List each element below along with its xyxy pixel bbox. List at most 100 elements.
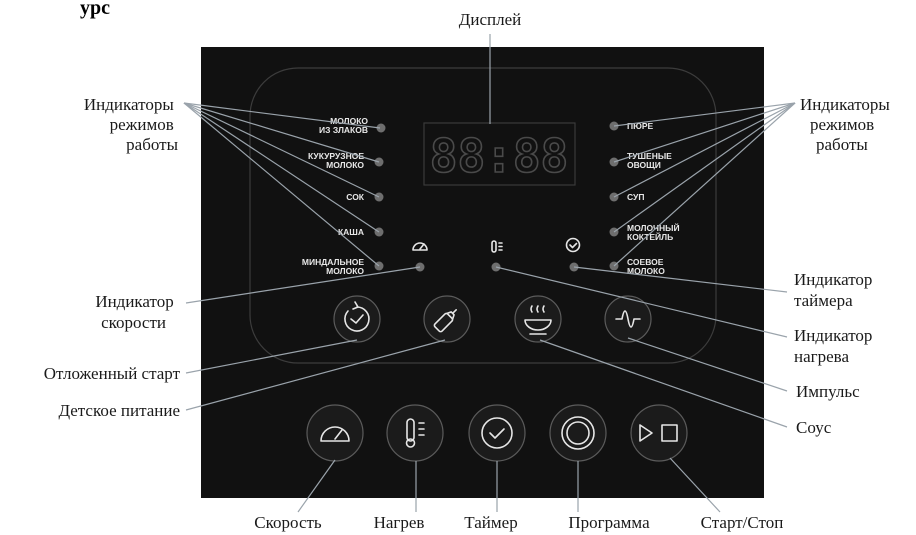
label-line: Индикатор xyxy=(794,270,872,289)
gauge-icon xyxy=(320,426,350,442)
leader-speed-indicator xyxy=(185,266,421,304)
leader-mode-right xyxy=(613,102,796,163)
label-mode-indicators-right: Индикаторы режимов работы xyxy=(800,95,894,154)
label-heat: Нагрев xyxy=(374,513,425,532)
label-line: режимов xyxy=(810,115,874,134)
check-icon xyxy=(350,314,364,324)
label-line: Индикаторы xyxy=(84,95,174,114)
leader-delayed-start xyxy=(185,339,358,374)
program-button[interactable] xyxy=(549,404,607,462)
mode-label-line: МОЛОКО xyxy=(326,160,364,170)
program-outer-ring-icon xyxy=(561,416,595,450)
label-line: работы xyxy=(126,135,178,154)
label-speed-indicator: Индикатор скорости xyxy=(95,292,178,332)
thermometer-small-icon xyxy=(491,240,503,253)
leader-sauce xyxy=(539,339,788,428)
label-display: Дисплей xyxy=(459,10,521,29)
label-start-stop: Старт/Стоп xyxy=(701,513,784,532)
arrow-icon xyxy=(352,301,359,310)
stop-icon xyxy=(661,424,678,442)
label-line: Индикаторы xyxy=(800,95,890,114)
leader-pulse xyxy=(627,337,788,392)
label-delayed-start: Отложенный старт xyxy=(44,364,181,383)
pulse-icon xyxy=(615,310,641,328)
timer-clock-icon xyxy=(481,417,513,449)
mode-label-line: ОВОЩИ xyxy=(627,160,661,170)
delayed-start-icon xyxy=(344,306,370,332)
label-program: Программа xyxy=(568,513,650,532)
mode-label-line: МОЛОЧНЫЙ xyxy=(627,222,680,233)
label-sauce: Соус xyxy=(796,418,832,437)
pulse-button[interactable] xyxy=(604,295,652,343)
play-icon xyxy=(639,424,653,442)
header-fragment: урс xyxy=(80,0,110,19)
mode-indicator-dot xyxy=(376,123,386,133)
mode-label-left-3: СОК xyxy=(346,192,365,202)
label-pulse: Импульс xyxy=(796,382,860,401)
leader-mode-right xyxy=(613,102,796,127)
label-line: таймера xyxy=(794,291,853,310)
label-line: скорости xyxy=(101,313,166,332)
soup-bowl-icon xyxy=(524,305,552,335)
baby-bottle-icon xyxy=(433,309,457,333)
gauge-small-icon xyxy=(412,242,428,251)
label-timer: Таймер xyxy=(464,513,517,532)
thermometer-icon xyxy=(405,418,425,448)
label-heat-indicator: Индикатор нагрева xyxy=(794,326,877,366)
baby-food-button[interactable] xyxy=(423,295,471,343)
label-baby-food: Детское питание xyxy=(58,401,180,420)
mode-label-right-3: СУП xyxy=(627,192,644,202)
mode-label-line: КОКТЕЙЛЬ xyxy=(627,231,673,242)
display-digits: 88:88 xyxy=(430,129,568,183)
leader-mode-left xyxy=(183,102,380,233)
mode-label-line: ИЗ ЗЛАКОВ xyxy=(319,125,368,135)
clock-small-icon xyxy=(565,237,581,253)
leader-mode-left xyxy=(183,102,381,129)
speed-button[interactable] xyxy=(306,404,364,462)
leader-mode-left xyxy=(183,102,380,198)
leader-lines xyxy=(183,34,796,513)
label-line: Индикатор xyxy=(794,326,872,345)
mode-label-line: СОЕВОЕ xyxy=(627,257,664,267)
mode-label-line: ТУШЕНЫЕ xyxy=(627,151,672,161)
heat-button[interactable] xyxy=(386,404,444,462)
label-line: Индикатор xyxy=(95,292,173,311)
leader-heat-indicator xyxy=(495,266,788,338)
leader-baby-food xyxy=(185,339,446,411)
check-icon xyxy=(489,428,505,439)
label-line: режимов xyxy=(110,115,174,134)
upper-panel-outline xyxy=(249,67,717,364)
label-speed: Скорость xyxy=(254,513,322,532)
leader-speed xyxy=(297,459,336,513)
leader-start-stop xyxy=(669,457,721,513)
leader-mode-right xyxy=(613,102,796,267)
start-stop-button[interactable] xyxy=(630,404,688,462)
sauce-button[interactable] xyxy=(514,295,562,343)
delayed-start-button[interactable] xyxy=(333,295,381,343)
label-line: работы xyxy=(816,135,868,154)
timer-button[interactable] xyxy=(468,404,526,462)
leader-mode-left xyxy=(183,102,380,267)
mode-label-line: МИНДАЛЬНОЕ xyxy=(302,257,364,267)
label-mode-indicators-left: Индикаторы режимов работы xyxy=(84,95,179,154)
leader-mode-right xyxy=(613,102,796,198)
display-frame xyxy=(423,122,576,186)
leader-mode-right xyxy=(613,102,796,233)
mode-label-line: МОЛОКО xyxy=(330,116,368,126)
mode-label-line: МОЛОКО xyxy=(326,266,364,276)
label-timer-indicator: Индикатор таймера xyxy=(794,270,877,310)
mode-label-line: МОЛОКО xyxy=(627,266,665,276)
label-line: нагрева xyxy=(794,347,849,366)
mode-label-line: КУКУРУЗНОЕ xyxy=(308,151,364,161)
leader-mode-left xyxy=(183,102,380,163)
leader-timer-indicator xyxy=(573,266,788,293)
